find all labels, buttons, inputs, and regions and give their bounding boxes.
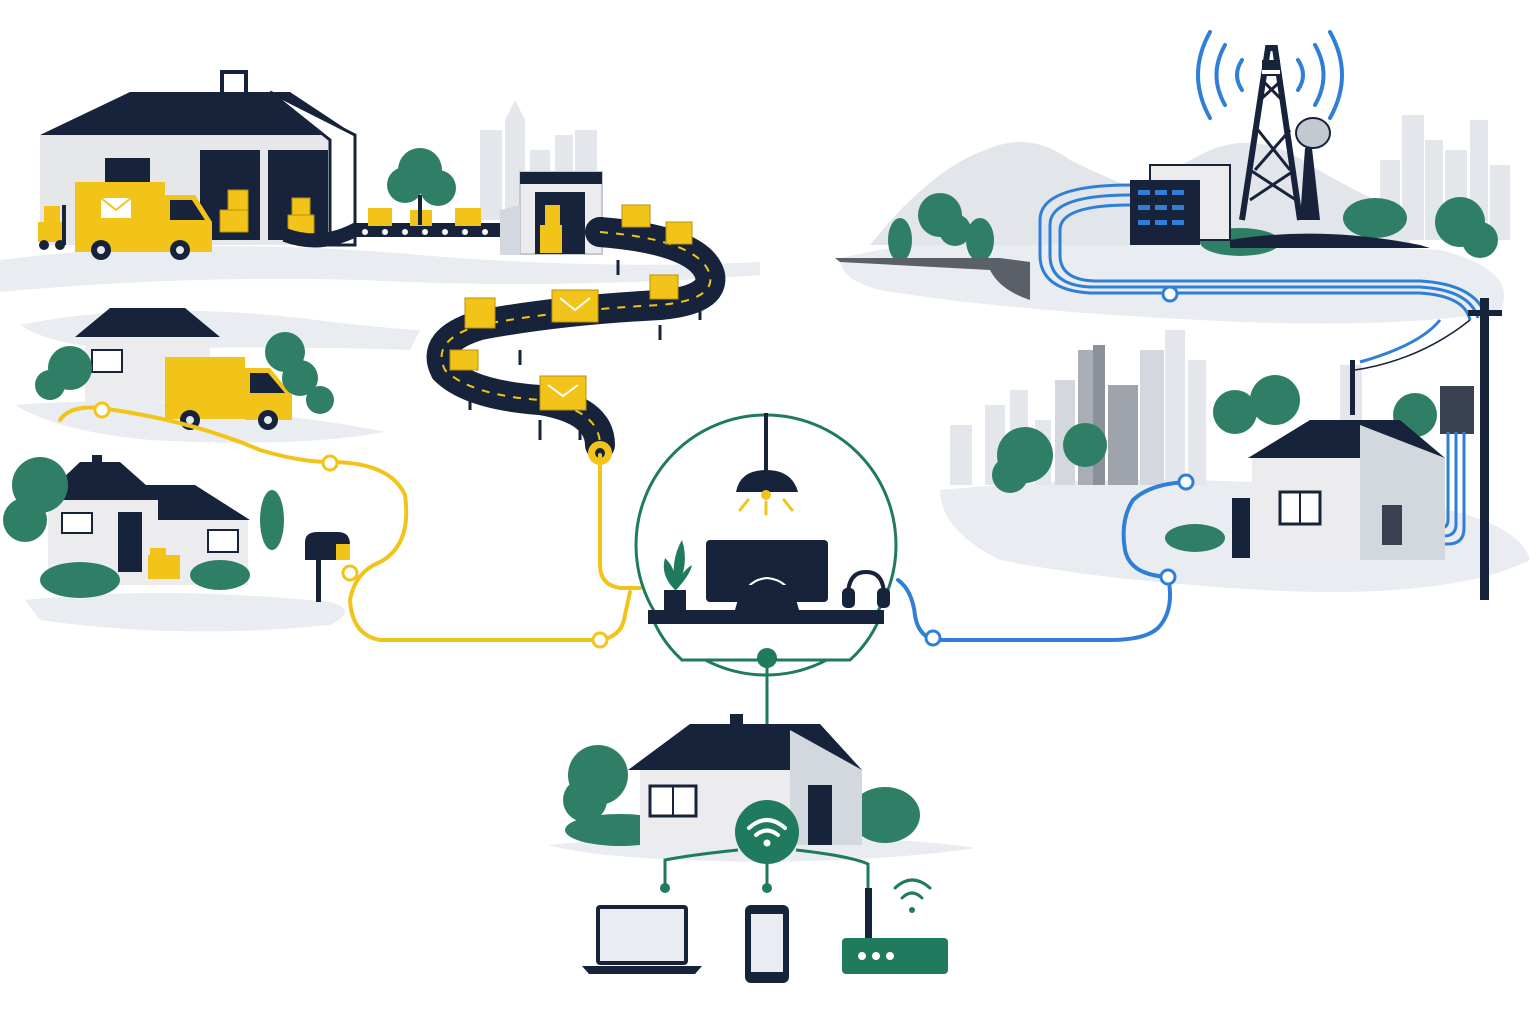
laptop-icon bbox=[582, 905, 702, 974]
conveyor-horizontal bbox=[282, 208, 500, 248]
headset-icon bbox=[842, 569, 890, 608]
radio-waves bbox=[1196, 30, 1344, 120]
delivery-truck-top bbox=[75, 182, 212, 260]
wifi-icon bbox=[735, 800, 799, 864]
monitor-icon bbox=[706, 540, 828, 610]
telecom-route-line bbox=[896, 480, 1188, 642]
cell-tower bbox=[1230, 45, 1430, 248]
cliff bbox=[835, 258, 1030, 300]
skyline-mid-right bbox=[950, 330, 1362, 485]
sorting-facility bbox=[500, 171, 603, 255]
device-connector-nodes bbox=[660, 883, 772, 893]
fiber-cables bbox=[1038, 183, 1488, 321]
telecom-route-nodes bbox=[924, 473, 1195, 647]
router-icon bbox=[842, 878, 948, 974]
plant-icon bbox=[663, 540, 692, 612]
smartphone-icon bbox=[745, 905, 789, 983]
fiber-node-top bbox=[1161, 285, 1179, 303]
mailbox bbox=[305, 532, 350, 602]
house-with-meter bbox=[1232, 420, 1445, 560]
utility-pole bbox=[1350, 298, 1502, 600]
trees bbox=[3, 148, 1498, 846]
warehouse-boxes bbox=[219, 189, 315, 236]
house-bottom bbox=[628, 714, 862, 845]
hand-trolley bbox=[38, 205, 66, 250]
ceiling-lamp-icon bbox=[736, 413, 798, 516]
postal-route-nodes bbox=[93, 401, 609, 649]
delivery-truck-mid bbox=[165, 357, 292, 430]
satellite-dish bbox=[1295, 117, 1331, 220]
data-center bbox=[1130, 164, 1231, 245]
